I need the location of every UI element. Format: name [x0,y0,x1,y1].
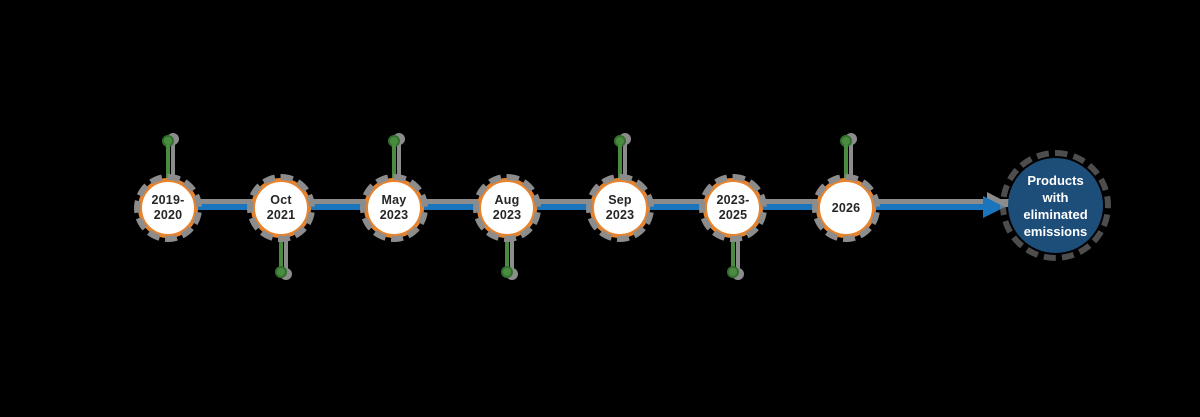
timeline-track-line [168,204,985,210]
pin-head [727,266,739,278]
milestone-label: 2026 [831,200,861,215]
pin-head [501,266,513,278]
milestone-label: Oct 2021 [266,193,296,222]
milestone-node: Oct 2021 [247,174,315,242]
milestone-label: Sep 2023 [605,193,635,222]
milestone-node: 2019- 2020 [134,174,202,242]
pin-stem [279,236,283,269]
milestone-label: 2023- 2025 [716,193,750,222]
pin-stem [166,145,170,182]
arrowhead-icon [983,196,1005,218]
milestone-node: May 2023 [360,174,428,242]
pin-head [275,266,287,278]
milestone-node: 2026 [812,174,880,242]
milestone-label: May 2023 [379,193,409,222]
milestone-label: Aug 2023 [492,193,522,222]
endpoint-goal-bubble: Products with eliminated emissions [1000,150,1111,261]
pin-stem [844,145,848,182]
pin-stem [392,145,396,182]
milestone-node: Aug 2023 [473,174,541,242]
pin-stem [505,236,509,269]
endpoint-label: Products with eliminated emissions [1023,172,1088,239]
pin-stem [731,236,735,269]
milestone-node: Sep 2023 [586,174,654,242]
pin-stem [618,145,622,182]
milestone-node: 2023- 2025 [699,174,767,242]
milestone-label: 2019- 2020 [151,193,185,222]
